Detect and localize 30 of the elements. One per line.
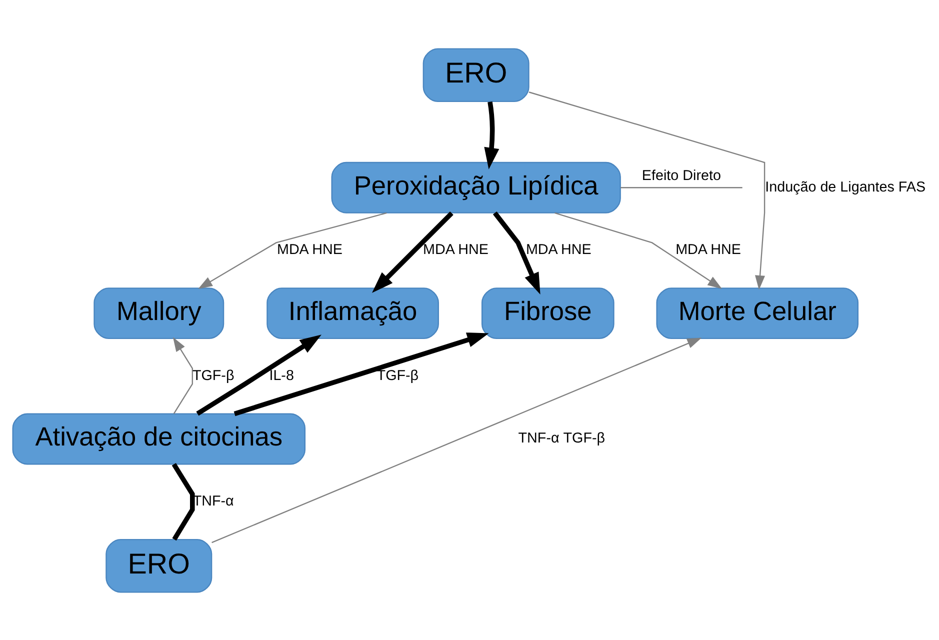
arrow	[196, 334, 322, 416]
connector	[172, 462, 195, 540]
arrow	[234, 332, 489, 416]
node-box: Peroxidação Lipídica	[331, 161, 621, 213]
arrow	[554, 212, 722, 288]
edge-label: MDA HNE	[526, 242, 592, 258]
node-box: Inflamação	[266, 287, 439, 339]
edge-label: TNF-α TGF-β	[518, 430, 606, 446]
edge-label: MDA HNE	[423, 242, 488, 258]
node-box: Morte Celular	[656, 287, 859, 339]
arrow	[212, 337, 702, 543]
edge-label: MDA HNE	[276, 242, 342, 258]
edge-label: Indução de Ligantes FAS	[765, 178, 926, 195]
edge-label: IL-8	[269, 367, 294, 384]
edge-label: TGF-β	[376, 367, 419, 384]
arrow	[528, 91, 766, 290]
node-box: Mallory	[94, 287, 224, 339]
node-box: ERO	[422, 48, 530, 102]
node-box: ERO	[106, 538, 212, 592]
arrow	[372, 211, 454, 292]
edge-label: Efeito Direto	[642, 167, 721, 184]
arrow	[484, 101, 500, 169]
node-box: Ativação de citocinas	[12, 412, 306, 464]
edge-label: TGF-β	[192, 367, 234, 384]
arrow	[492, 210, 540, 294]
node-box: Fibrose	[481, 287, 614, 339]
connector	[620, 186, 742, 188]
edge-label: MDA HNE	[676, 242, 742, 258]
arrow	[198, 212, 387, 288]
arrow	[172, 336, 193, 414]
